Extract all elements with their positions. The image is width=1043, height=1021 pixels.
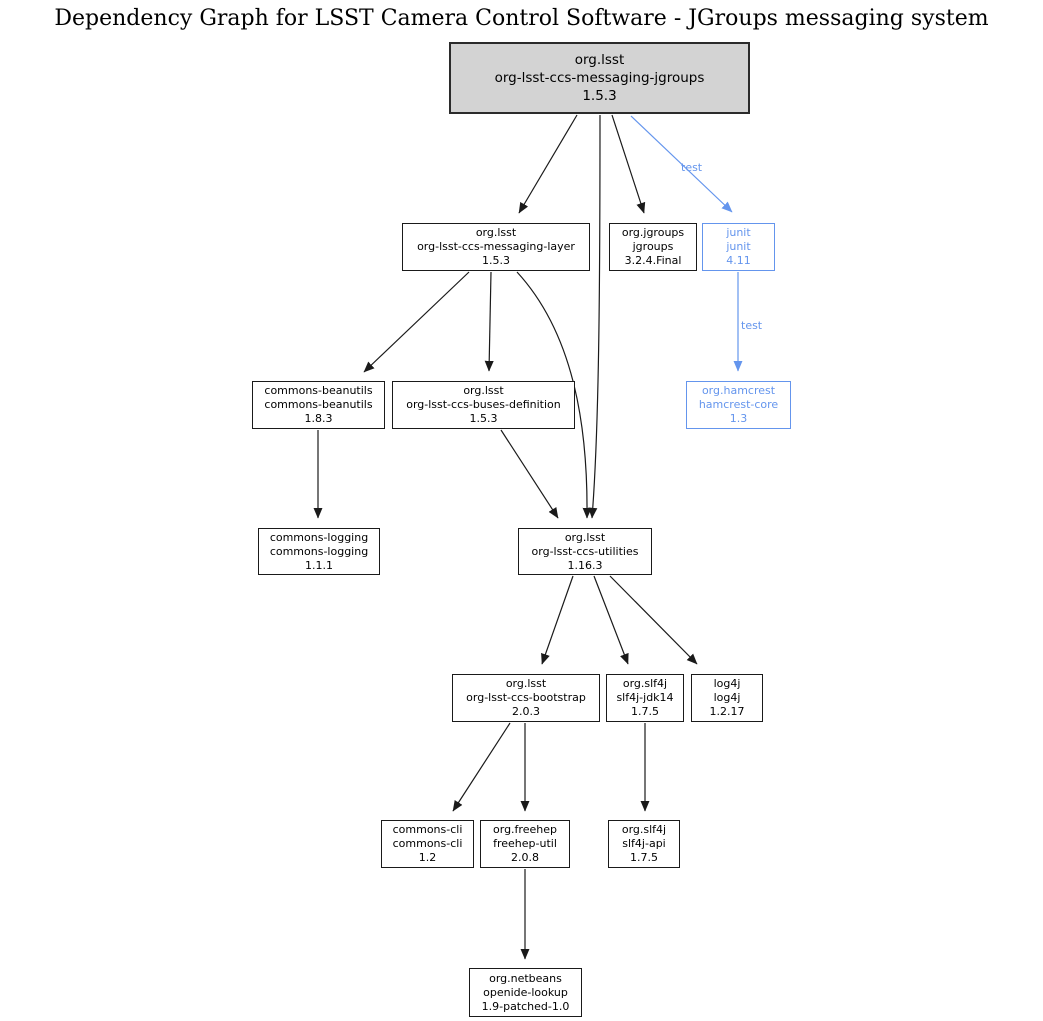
node-group: org.lsst (463, 384, 504, 397)
node-version: 1.16.3 (567, 558, 603, 572)
node-version: 1.9-patched-1.0 (481, 999, 570, 1013)
node-artifact: junit (726, 240, 751, 253)
node-hamcrest-core: org.hamcrest hamcrest-core 1.3 (686, 381, 791, 429)
edge-messaging-layer-to-buses-definition (484, 271, 494, 372)
node-artifact: log4j (713, 691, 741, 704)
node-version: 1.2.17 (709, 705, 745, 718)
node-group: commons-logging (269, 530, 369, 544)
node-openide-lookup: org.netbeans openide-lookup 1.9-patched-… (469, 968, 582, 1017)
node-org-lsst-ccs-messaging-layer: org.lsst org-lsst-ccs-messaging-layer 1.… (402, 223, 590, 271)
node-slf4j-api: org.slf4j slf4j-api 1.7.5 (608, 820, 680, 868)
node-commons-cli: commons-cli commons-cli 1.2 (381, 820, 474, 868)
node-artifact: jgroups (632, 240, 674, 253)
node-jgroups: org.jgroups jgroups 3.2.4.Final (609, 223, 697, 271)
node-group: org.slf4j (622, 677, 668, 690)
graph-title: Dependency Graph for LSST Camera Control… (54, 6, 989, 31)
node-group: org.lsst (505, 677, 547, 690)
edge-buses-definition-to-utilities (500, 429, 559, 519)
node-log4j: log4j log4j 1.2.17 (691, 674, 763, 722)
node-version: 1.5.3 (482, 254, 510, 267)
node-version: 3.2.4.Final (624, 254, 682, 267)
edge-utilities-to-bootstrap (541, 575, 574, 665)
node-group: org.hamcrest (701, 384, 776, 397)
edge-messaging-layer-to-commons-beanutils (363, 271, 470, 373)
node-version: 1.2 (418, 851, 437, 864)
node-org-lsst-ccs-buses-definition: org.lsst org-lsst-ccs-buses-definition 1… (392, 381, 575, 429)
edge-messaging-jgroups-to-jgroups (611, 114, 646, 214)
node-version: 4.11 (726, 254, 751, 267)
node-group: org.lsst (574, 52, 625, 68)
edge-label-test: test (741, 319, 763, 332)
edge-utilities-to-log4j (609, 575, 698, 665)
node-version: 1.7.5 (631, 705, 659, 718)
node-group: org.freehep (493, 823, 557, 836)
node-group: junit (726, 226, 751, 239)
node-artifact: org-lsst-ccs-messaging-layer (417, 240, 575, 253)
node-version: 1.5.3 (469, 412, 498, 425)
edge-messaging-jgroups-to-utilities (588, 114, 601, 519)
node-artifact: org-lsst-ccs-messaging-jgroups (494, 70, 705, 86)
node-group: org.netbeans (489, 971, 562, 985)
node-artifact: commons-cli (392, 837, 463, 850)
node-artifact: commons-beanutils (264, 398, 373, 411)
node-version: 2.0.8 (511, 851, 539, 864)
node-artifact: org-lsst-ccs-buses-definition (406, 398, 561, 411)
node-group: commons-beanutils (264, 384, 373, 397)
node-artifact: slf4j-jdk14 (616, 691, 674, 704)
node-commons-beanutils: commons-beanutils commons-beanutils 1.8.… (252, 381, 385, 429)
node-artifact: org-lsst-ccs-utilities (531, 544, 639, 558)
node-artifact: freehep-util (493, 837, 557, 850)
node-artifact: openide-lookup (483, 985, 568, 999)
node-version: 1.3 (729, 412, 748, 425)
node-group: org.slf4j (621, 823, 667, 836)
node-artifact: commons-logging (269, 544, 369, 558)
edge-label-test: test (681, 161, 703, 174)
node-artifact: hamcrest-core (698, 398, 779, 411)
edge-utilities-to-slf4j-jdk14 (593, 575, 629, 665)
node-slf4j-jdk14: org.slf4j slf4j-jdk14 1.7.5 (606, 674, 684, 722)
node-org-lsst-ccs-utilities: org.lsst org-lsst-ccs-utilities 1.16.3 (518, 528, 652, 575)
node-group: org.lsst (564, 530, 606, 544)
node-group: log4j (713, 677, 741, 690)
edge-messaging-jgroups-to-messaging-layer (518, 114, 578, 214)
node-version: 1.8.3 (304, 412, 333, 425)
node-version: 1.5.3 (582, 88, 617, 104)
node-org-lsst-ccs-messaging-jgroups: org.lsst org-lsst-ccs-messaging-jgroups … (449, 42, 750, 114)
node-version: 1.1.1 (305, 558, 333, 572)
edge-bootstrap-to-commons-cli (452, 722, 511, 812)
edge-messaging-jgroups-to-junit-test (630, 115, 733, 213)
node-group: commons-cli (392, 823, 463, 836)
node-commons-logging: commons-logging commons-logging 1.1.1 (258, 528, 380, 575)
node-group: org.lsst (475, 226, 517, 239)
node-junit: junit junit 4.11 (702, 223, 775, 271)
node-version: 1.7.5 (630, 851, 658, 864)
node-version: 2.0.3 (512, 705, 540, 718)
node-artifact: org-lsst-ccs-bootstrap (466, 691, 586, 704)
node-artifact: slf4j-api (622, 837, 666, 850)
node-freehep-util: org.freehep freehep-util 2.0.8 (480, 820, 570, 868)
node-org-lsst-ccs-bootstrap: org.lsst org-lsst-ccs-bootstrap 2.0.3 (452, 674, 600, 722)
node-group: org.jgroups (621, 226, 685, 239)
